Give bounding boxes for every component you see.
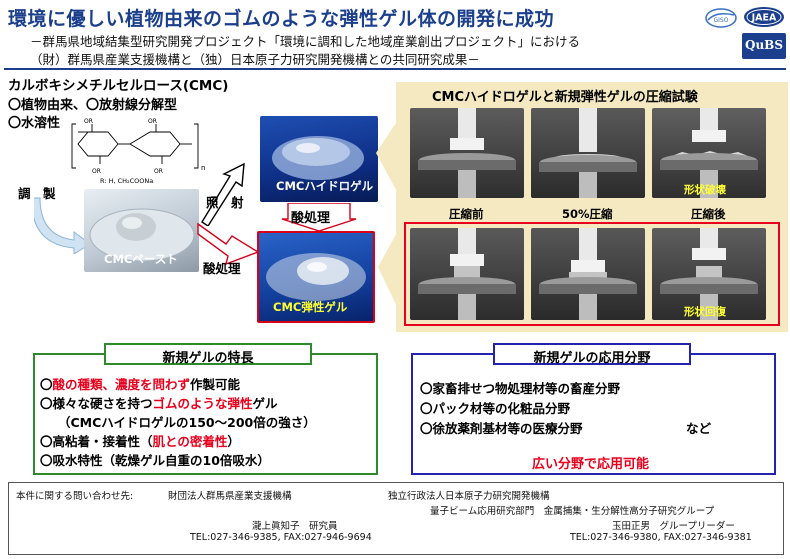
cmc-paste-photo: CMCペースト <box>84 189 199 272</box>
acid-down-arrow-icon <box>281 203 357 231</box>
broken-tag: 形状破壊 <box>684 184 726 196</box>
subtitle-line-2: （財）群馬県産業支援機構と（独）日本原子力研究開発機構との共同研究成果－ <box>30 52 480 67</box>
contact-dept-2: 量子ビーム応用研究部門 金属捕集・生分解性高分子研究グループ <box>430 506 715 517</box>
acid-treat-box-label: 酸処理 <box>291 211 331 226</box>
qubs-logo-text: QuBS <box>745 38 783 52</box>
hydrogel-before-photo <box>410 108 524 198</box>
contact-tel-2: TEL:027-346-9380, FAX:027-346-9381 <box>570 532 752 543</box>
subtitle-line-1: －群馬県地域結集型研究開発プロジェクト「環境に調和した地域産業創出プロジェクト」… <box>30 34 581 49</box>
acid-right-arrow-icon <box>197 222 260 266</box>
panel-pointer-graphic <box>376 117 400 313</box>
press-graphic-6 <box>660 228 758 320</box>
page-title: 環境に優しい植物由来のゴムのような弾性ゲル体の開発に成功 <box>8 8 555 30</box>
elastic-half-photo <box>531 228 645 320</box>
elastic-before-photo <box>410 228 524 320</box>
stage-after-label: 圧縮後 <box>691 207 726 221</box>
title-divider <box>4 68 786 70</box>
feature-line-1-rest: 作製可能 <box>190 377 241 392</box>
feature-line-4-b: ） <box>227 434 240 449</box>
paste-dish-graphic <box>89 208 195 262</box>
prepare-arrow-icon <box>34 197 91 254</box>
feature-line-2-b: ゲル <box>252 396 278 411</box>
feature-line-2-a: 〇様々な硬さを持つ <box>40 396 153 411</box>
features-box <box>33 353 378 475</box>
app-conclusion: 広い分野で応用可能 <box>532 457 650 472</box>
feature-line-4-highlight: 肌との密着性 <box>152 434 228 449</box>
prepare-label: 調 製 <box>18 186 56 201</box>
restored-tag: 形状回復 <box>684 306 726 318</box>
contact-label: 本件に関する問い合わせ先: <box>16 491 134 502</box>
cloud-logo-icon: GISO <box>705 8 737 28</box>
contact-person-2: 玉田正男 グループリーダー <box>612 521 735 532</box>
hydrogel-after-photo: 形状破壊 <box>652 108 766 198</box>
feature-line-4-a: 〇高粘着・接着性（ <box>40 434 153 449</box>
formula-or-4: OR <box>154 168 163 175</box>
app-line-2: 〇パック材等の化粧品分野 <box>420 401 571 416</box>
hydrogel-half-photo <box>531 108 645 198</box>
formula-n: n <box>201 164 205 172</box>
formula-or-1: OR <box>84 118 93 125</box>
jaea-logo: JAEA <box>743 6 785 28</box>
features-heading: 新規ゲルの特長 <box>162 351 254 366</box>
contact-box <box>8 482 784 555</box>
irradiate-label: 照 射 <box>206 195 244 210</box>
jaea-logo-text: JAEA <box>751 13 777 24</box>
cmc-heading: カルボキシメチルセルロース(CMC) <box>8 78 229 94</box>
paste-label: CMCペースト <box>104 252 178 266</box>
irradiate-arrow-icon <box>201 162 245 226</box>
cmc-point-1: 〇植物由来、〇放射線分解型 <box>8 98 178 113</box>
features-heading-box: 新規ゲルの特長 <box>104 343 312 366</box>
applications-heading: 新規ゲルの応用分野 <box>533 351 651 366</box>
hydrogel-label: CMCハイドロゲル <box>276 179 374 193</box>
feature-line-1-highlight: 酸の種類、濃度を問わず <box>52 377 191 392</box>
jaea-logo-icon: JAEA <box>744 7 784 27</box>
compression-title: CMCハイドロゲルと新規弾性ゲルの圧縮試験 <box>432 90 698 105</box>
press-graphic-5 <box>539 228 637 320</box>
feature-line-1-mark: 〇 <box>40 377 53 392</box>
formula-r-group: R: H, CH₂COONa <box>100 177 154 185</box>
cmc-hydrogel-photo: CMCハイドロゲル <box>260 116 378 202</box>
feature-line-2: 〇様々な硬さを持つゴムのような弾性ゲル <box>40 393 278 412</box>
app-line-3: 〇徐放薬剤基材等の医療分野 <box>420 421 583 436</box>
formula-or-3: OR <box>92 168 101 175</box>
qubs-logo: QuBS <box>742 33 786 59</box>
cmc-elastic-gel-photo: CMC弾性ゲル <box>257 231 375 323</box>
press-graphic-3 <box>660 108 758 198</box>
applications-box <box>411 353 776 475</box>
contact-org-2: 独立行政法人日本原子力研究開発機構 <box>388 491 550 502</box>
contact-tel-1: TEL:027-346-9385, FAX:027-946-9694 <box>190 532 372 543</box>
cmc-structure-formula: OR OR OR OR n <box>71 118 205 175</box>
contact-org-1: 財団法人群馬県産業支援機構 <box>168 491 292 502</box>
feature-line-4: 〇高粘着・接着性（肌との密着性） <box>40 431 240 450</box>
press-graphic-1 <box>418 108 516 198</box>
acid-treat-label: 酸処理 <box>203 261 241 276</box>
elastic-gel-graphic <box>266 253 366 301</box>
elastic-gel-label: CMC弾性ゲル <box>273 300 348 314</box>
elastic-after-photo: 形状回復 <box>652 228 766 320</box>
app-line-1: 〇家畜排せつ物処理材等の畜産分野 <box>420 381 621 396</box>
feature-line-2-highlight: ゴムのような弾性 <box>152 396 253 411</box>
feature-line-3: （CMCハイドロゲルの150～200倍の強さ） <box>58 415 316 430</box>
feature-line-1: 〇酸の種類、濃度を問わず作製可能 <box>40 374 240 393</box>
cloud-logo-text: GISO <box>714 17 729 24</box>
cmc-point-2: 〇水溶性 <box>8 116 61 131</box>
press-graphic-2 <box>539 108 637 198</box>
applications-heading-box: 新規ゲルの応用分野 <box>493 343 691 366</box>
stage-half-label: 50%圧縮 <box>562 207 613 221</box>
feature-line-5: 〇吸水特性（乾燥ゲル自重の10倍吸水） <box>40 453 270 468</box>
press-graphic-4 <box>418 228 516 320</box>
contact-person-1: 瀧上眞知子 研究員 <box>252 521 338 532</box>
app-etc: など <box>686 421 712 436</box>
formula-or-2: OR <box>148 118 157 125</box>
hydrogel-graphic <box>272 136 364 180</box>
elastic-gel-row-frame <box>404 222 780 326</box>
stage-before-label: 圧縮前 <box>449 207 484 221</box>
